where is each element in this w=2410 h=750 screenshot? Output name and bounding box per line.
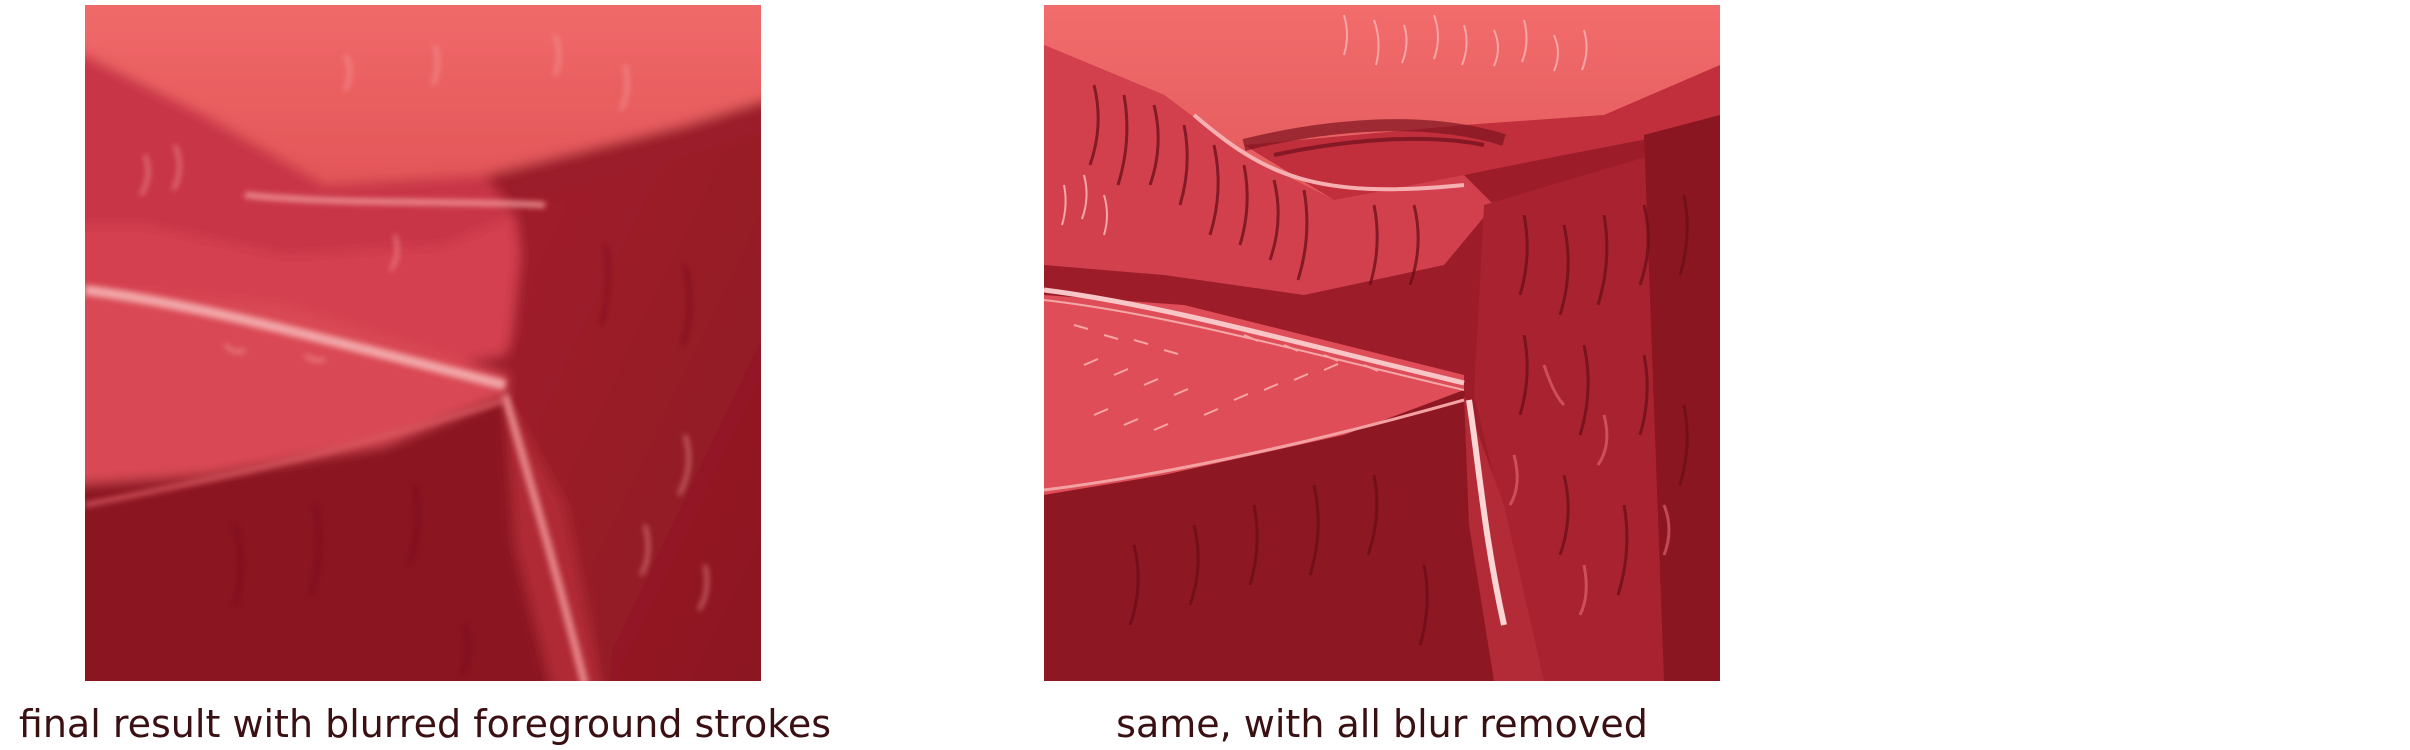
caption-unblurred: same, with all blur removed — [1116, 702, 1648, 746]
sharp-rose-image — [1044, 5, 1720, 681]
sharp-rose-illustration — [1044, 5, 1720, 681]
blurred-rose-illustration — [85, 5, 761, 681]
caption-blurred: final result with blurred foreground str… — [18, 702, 832, 746]
blurred-rose-image — [85, 5, 761, 681]
